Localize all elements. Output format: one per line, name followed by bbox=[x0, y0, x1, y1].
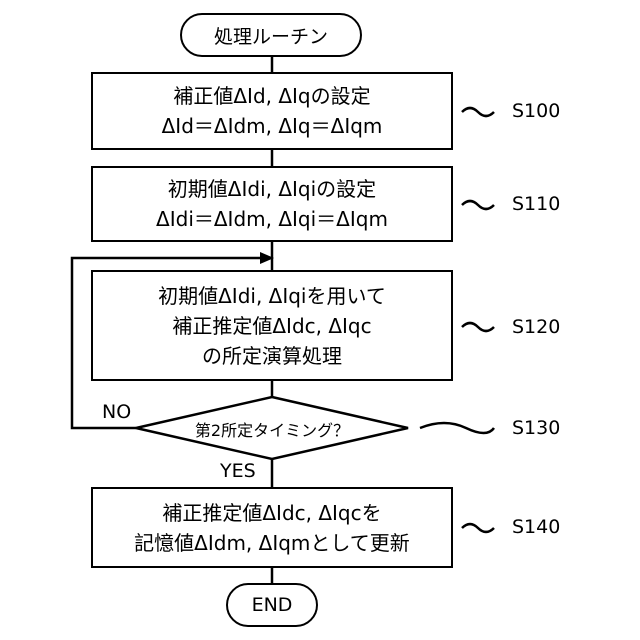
process-box-s140: 補正推定値ΔIdc, ΔIqcを 記憶値ΔIdm, ΔIqmとして更新 bbox=[91, 487, 453, 568]
process-box-s110: 初期値ΔIdi, ΔIqiの設定 ΔIdi＝ΔIdm, ΔIqi＝ΔIqm bbox=[91, 166, 453, 242]
step-label-s120: S120 bbox=[512, 316, 560, 338]
step-label-s100: S100 bbox=[512, 100, 560, 122]
s140-leader bbox=[462, 524, 494, 532]
no-label: NO bbox=[102, 401, 131, 423]
s120-line-3: の所定演算処理 bbox=[202, 341, 342, 371]
s100-line-2: ΔId＝ΔIdm, ΔIq＝ΔIqm bbox=[162, 111, 383, 141]
process-box-s120: 初期値ΔIdi, ΔIqiを用いて 補正推定値ΔIdc, ΔIqc の所定演算処… bbox=[91, 270, 453, 381]
s110-line-1: 初期値ΔIdi, ΔIqiの設定 bbox=[168, 174, 376, 204]
yes-label: YES bbox=[220, 460, 256, 482]
start-label: 処理ルーチン bbox=[214, 22, 328, 49]
decision-text: 第2所定タイミング？ bbox=[172, 417, 372, 441]
s120-leader bbox=[462, 323, 494, 331]
end-label: END bbox=[252, 594, 293, 616]
start-terminal: 処理ルーチン bbox=[180, 13, 362, 57]
end-terminal: END bbox=[226, 583, 318, 627]
step-label-s110: S110 bbox=[512, 193, 560, 215]
s110-line-2: ΔIdi＝ΔIdm, ΔIqi＝ΔIqm bbox=[156, 204, 388, 234]
s120-line-2: 補正推定値ΔIdc, ΔIqc bbox=[172, 311, 371, 341]
s110-leader bbox=[462, 201, 494, 209]
s120-line-1: 初期値ΔIdi, ΔIqiを用いて bbox=[158, 281, 386, 311]
step-label-s130: S130 bbox=[512, 417, 560, 439]
s140-line-1: 補正推定値ΔIdc, ΔIqcを bbox=[162, 498, 381, 528]
step-label-s140: S140 bbox=[512, 516, 560, 538]
s130-leader bbox=[420, 423, 494, 433]
process-box-s100: 補正値ΔId, ΔIqの設定 ΔId＝ΔIdm, ΔIq＝ΔIqm bbox=[91, 72, 453, 150]
s140-line-2: 記憶値ΔIdm, ΔIqmとして更新 bbox=[134, 528, 410, 558]
s100-leader bbox=[462, 108, 494, 116]
s100-line-1: 補正値ΔId, ΔIqの設定 bbox=[173, 81, 370, 111]
